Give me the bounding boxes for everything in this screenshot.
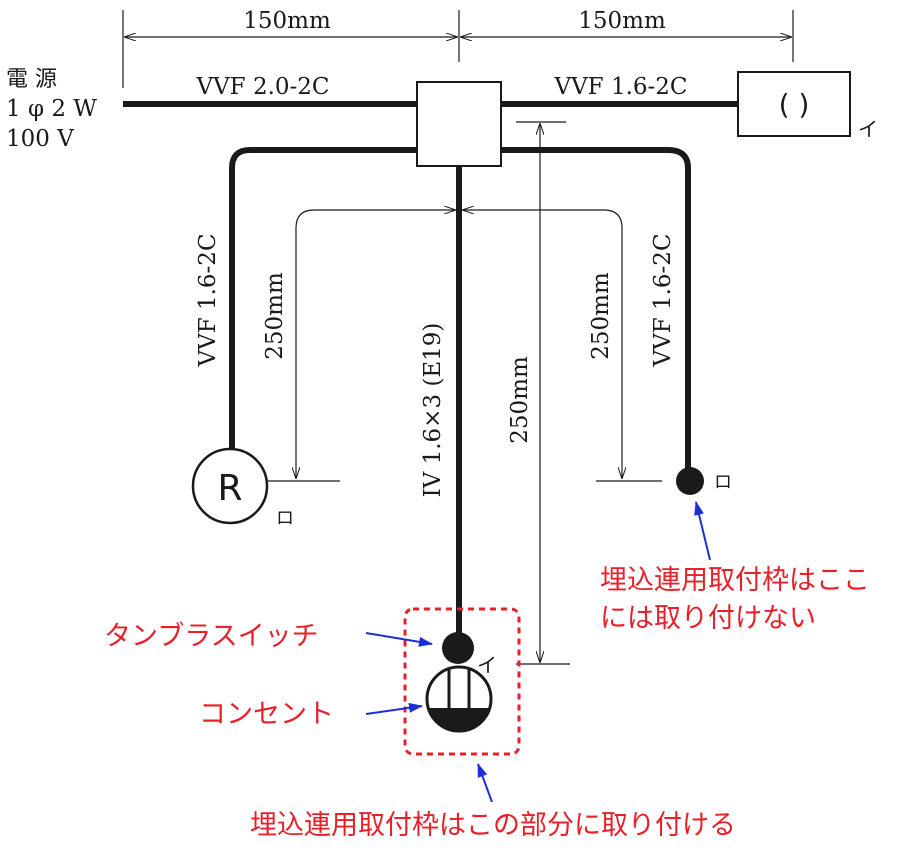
right-switch-dot <box>676 467 704 495</box>
receptacle-circle <box>191 447 269 525</box>
frame-here-arrow <box>477 763 493 803</box>
dimension-top: 150mm 150mm <box>122 8 794 88</box>
fixture-box <box>737 71 851 137</box>
right-vertical-label: VVF 1.6-2C <box>650 233 676 367</box>
tumbler-switch-annotation: タンブラスイッチ <box>104 621 319 652</box>
dimension-left-drop: 250mm <box>262 210 455 482</box>
dimension-right-drop: 250mm <box>463 210 662 482</box>
power-source-line2: 1 φ 2 W <box>6 96 97 122</box>
right-branch-label: VVF 1.6-2C <box>553 74 687 100</box>
right-vertical-cable <box>501 147 691 470</box>
outlet-symbol <box>425 665 493 733</box>
outlet-arrow <box>365 702 423 715</box>
junction-box <box>416 81 502 167</box>
outlet-annotation: コンセント <box>199 699 334 730</box>
receptacle-label: ロ <box>276 508 294 529</box>
center-drop-label: 250mm <box>507 356 533 444</box>
dim-label-top-right: 150mm <box>578 8 666 34</box>
frame-here-annotation: 埋込連用取付枠はこの部分に取り付ける <box>250 810 736 841</box>
ceiling-light-fixture: ( ) イ <box>737 71 878 141</box>
right-drop-label: 250mm <box>588 272 614 360</box>
right-drop-dim-line <box>463 210 622 478</box>
no-frame-annotation-line2: には取り付けない <box>600 603 816 634</box>
main-feeder-label: VVF 2.0-2C <box>195 74 329 100</box>
outlet-base <box>428 708 490 733</box>
left-drop-label: 250mm <box>262 272 288 360</box>
receptacle-fixture: R ロ <box>191 447 294 529</box>
power-source-label: 電 源 1 φ 2 W 100 V <box>6 67 97 152</box>
tumbler-switch-dot <box>442 632 474 664</box>
receptacle-symbol: R <box>217 468 242 509</box>
bottom-switch-label: イ <box>477 653 497 677</box>
tumbler-arrow <box>365 632 433 647</box>
left-vertical-cable <box>229 147 417 452</box>
left-drop-dim-line <box>296 210 455 478</box>
fixture-symbol: ( ) <box>779 88 810 121</box>
no-frame-arrow <box>694 501 711 561</box>
no-frame-annotation-line1: 埋込連用取付枠はここ <box>600 565 870 596</box>
dimension-center-drop: 250mm <box>507 121 570 665</box>
power-source-line3: 100 V <box>6 126 74 152</box>
right-switch-label: ロ <box>714 472 732 493</box>
center-conduit-label: IV 1.6×3 (E19) <box>420 323 446 498</box>
mounting-frame-outline <box>403 607 521 756</box>
dim-label-top-left: 150mm <box>243 8 331 34</box>
power-source-line1: 電 源 <box>6 67 57 92</box>
fixture-label: イ <box>858 117 878 141</box>
left-vertical-label: VVF 1.6-2C <box>195 233 221 367</box>
